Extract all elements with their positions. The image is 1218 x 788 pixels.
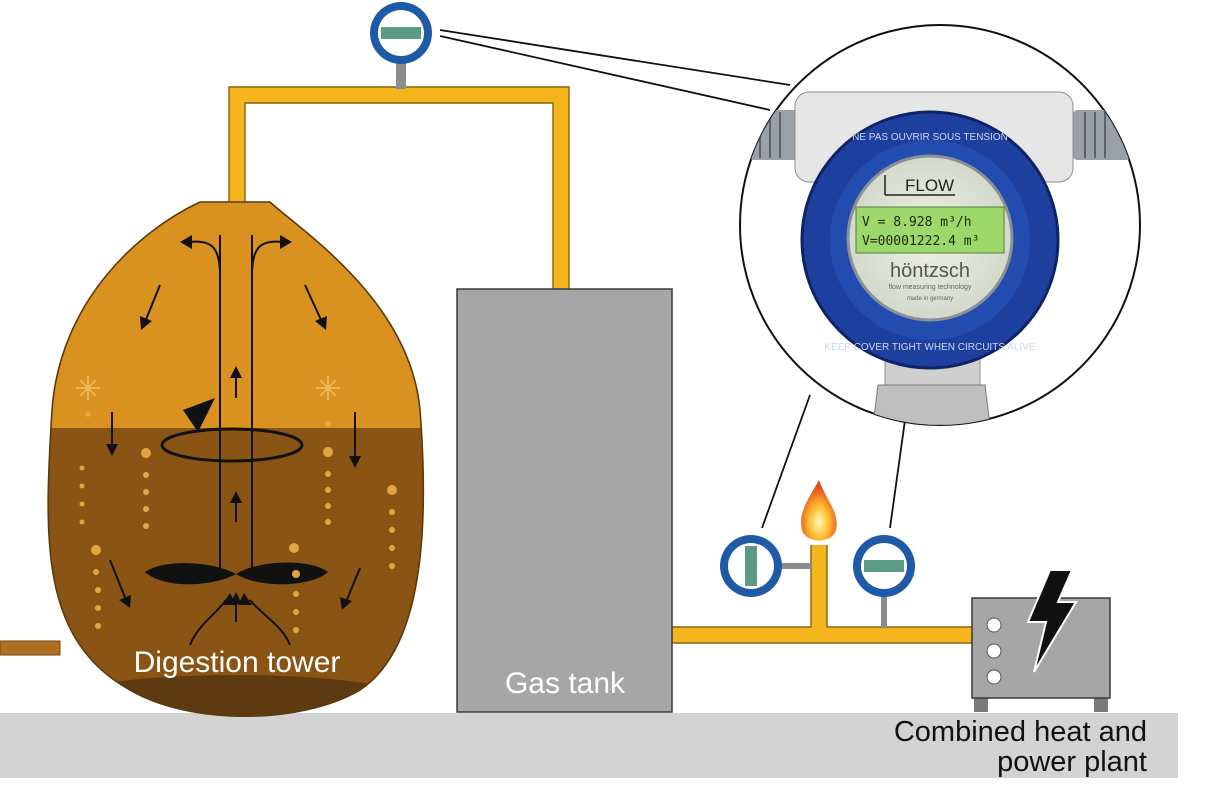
ground-strip: [0, 713, 1178, 778]
gas-sparkles: [76, 376, 340, 400]
ring-text-top: NE PAS OUVRIR SOUS TENSION: [852, 132, 1008, 143]
meter-made-in: made in germany: [907, 296, 953, 302]
chp-label-line-2: power plant: [997, 746, 1147, 778]
ring-text-bottom: KEEP COVER TIGHT WHEN CIRCUITS ALIVE: [824, 342, 1035, 353]
callout-lines: [439, 29, 906, 529]
meter-brand-tagline: flow measuring technology: [889, 284, 972, 291]
lcd-line-2: V=00001222.4 m³: [862, 234, 979, 249]
lcd-line-1: V = 8.928 m³/h: [862, 215, 972, 230]
digestion-tower-label: Digestion tower: [134, 646, 341, 679]
sludge-zone: [48, 428, 424, 717]
flow-arrows: [109, 240, 361, 646]
lightning-icon: [1026, 569, 1078, 673]
chp-unit: [971, 569, 1111, 712]
chp-label-line-1: Combined heat and: [894, 716, 1147, 748]
lcd-display: [855, 206, 1005, 254]
pipe-tower-to-tank: [229, 87, 569, 292]
arrow-heads: [106, 235, 361, 610]
digestion-tower: Digestion tower: [47, 201, 425, 718]
meter-flow-title: FLOW: [905, 176, 954, 195]
meter-brand: höntzsch: [890, 260, 970, 282]
gas-bubbles: [79, 411, 397, 633]
flow-meter-magnified: NE PAS OUVRIR SOUS TENSION KEEP COVER TI…: [739, 24, 1141, 426]
propeller-icon: [145, 562, 328, 585]
sludge-outlet-pipe: [0, 640, 61, 656]
flow-meter-gauge-top: [370, 2, 432, 89]
gas-pipes: [229, 87, 975, 643]
mixing-rotation: [160, 427, 304, 463]
gas-tank-label: Gas tank: [505, 667, 626, 700]
flame-icon: [801, 480, 837, 541]
gas-tank: Gas tank: [456, 288, 673, 713]
flow-meter-gauge-left: [720, 535, 812, 597]
flow-meter-gauge-right: [853, 535, 915, 628]
